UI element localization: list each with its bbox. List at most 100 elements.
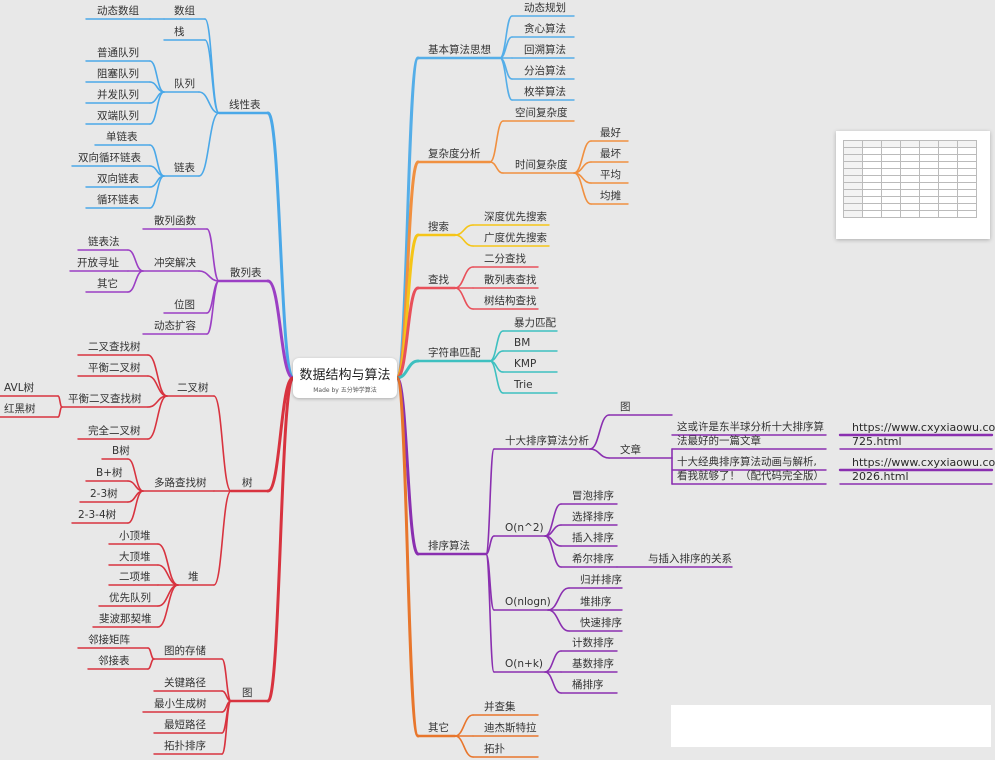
node-L2[interactable]: 散列表: [230, 267, 262, 279]
node-b6b2[interactable]: 选择排序: [572, 511, 614, 523]
node-b6a2[interactable]: 文章: [620, 444, 641, 456]
node-b5c[interactable]: KMP: [514, 358, 537, 370]
node-L1a[interactable]: 数组: [174, 5, 195, 17]
node-L1c2[interactable]: 阻塞队列: [97, 68, 139, 80]
node-L1c3[interactable]: 并发队列: [97, 89, 139, 101]
node-L3a2[interactable]: 平衡二叉树: [88, 362, 141, 374]
node-L3a3b[interactable]: 红黑树: [4, 403, 36, 415]
node-b6b4n[interactable]: 与插入排序的关系: [648, 553, 732, 565]
node-b4c[interactable]: 树结构查找: [484, 295, 537, 307]
node-L3c4[interactable]: 优先队列: [109, 592, 151, 604]
node-b5b[interactable]: BM: [514, 337, 531, 349]
node-b5[interactable]: 字符串匹配: [428, 347, 481, 359]
node-b6b4[interactable]: 希尔排序: [572, 553, 614, 565]
node-L3b4[interactable]: 2-3-4树: [78, 509, 117, 521]
node-L1c[interactable]: 队列: [174, 78, 195, 90]
node-L3c2[interactable]: 大顶堆: [119, 551, 151, 563]
node-b7b[interactable]: 迪杰斯特拉: [484, 722, 537, 734]
node-b2b3[interactable]: 平均: [600, 169, 621, 181]
node-L1b[interactable]: 栈: [174, 26, 185, 38]
node-b1c[interactable]: 回溯算法: [524, 44, 566, 56]
node-b7c[interactable]: 拓扑: [484, 743, 505, 755]
node-L2b3[interactable]: 其它: [97, 278, 118, 290]
node-L3a1[interactable]: 二叉查找树: [88, 341, 141, 353]
node-b2b4[interactable]: 均摊: [600, 190, 621, 202]
node-u1[interactable]: https://www.cxyxiaowu.com/: [852, 421, 995, 434]
node-L3b1[interactable]: B树: [112, 445, 130, 457]
node-L2d[interactable]: 动态扩容: [154, 320, 196, 332]
node-b6c3[interactable]: 快速排序: [580, 617, 622, 629]
node-b6c[interactable]: O(nlogn): [505, 596, 551, 608]
node-L4a1[interactable]: 邻接矩阵: [88, 634, 130, 646]
node-L2b[interactable]: 冲突解决: [154, 257, 196, 269]
node-L1d4[interactable]: 循环链表: [97, 194, 139, 206]
node-L1a1[interactable]: 动态数组: [97, 5, 139, 17]
node-b4[interactable]: 查找: [428, 274, 449, 286]
node-b7a[interactable]: 并查集: [484, 701, 516, 713]
sorting-table-thumbnail[interactable]: [836, 131, 990, 239]
root-node[interactable]: 数据结构与算法 Made by 五分钟学算法: [293, 358, 397, 398]
node-b6a2a2[interactable]: 法最好的一篇文章: [677, 435, 761, 447]
node-L3a3[interactable]: 平衡二叉查找树: [68, 393, 142, 405]
node-L4b[interactable]: 关键路径: [164, 677, 206, 689]
node-b1e[interactable]: 枚举算法: [524, 86, 566, 98]
node-L3b3[interactable]: 2-3树: [90, 488, 118, 500]
node-L2b1[interactable]: 链表法: [88, 236, 120, 248]
node-b6d1[interactable]: 计数排序: [572, 637, 614, 649]
node-L3c5[interactable]: 斐波那契堆: [99, 613, 152, 625]
node-b6b1[interactable]: 冒泡排序: [572, 490, 614, 502]
node-b2a[interactable]: 空间复杂度: [515, 107, 568, 119]
node-b6b[interactable]: O(n^2): [505, 522, 544, 534]
node-b1d[interactable]: 分治算法: [524, 65, 566, 77]
node-b6c2[interactable]: 堆排序: [580, 596, 612, 608]
node-b6a2b2[interactable]: 看我就够了！（配代码完全版）: [677, 470, 824, 482]
node-L2a[interactable]: 散列函数: [154, 215, 196, 227]
node-L1d2[interactable]: 双向循环链表: [78, 152, 141, 164]
node-L4a2[interactable]: 邻接表: [98, 655, 130, 667]
node-b6d3[interactable]: 桶排序: [572, 679, 604, 691]
node-b2b2[interactable]: 最坏: [600, 148, 621, 160]
node-b3a[interactable]: 深度优先搜索: [484, 211, 547, 223]
node-b6a2a[interactable]: 这或许是东半球分析十大排序算: [677, 421, 824, 433]
node-L4a[interactable]: 图的存储: [164, 645, 206, 657]
node-b7[interactable]: 其它: [428, 722, 449, 734]
node-L4d[interactable]: 最短路径: [164, 719, 206, 731]
node-L2b2[interactable]: 开放寻址: [77, 257, 119, 269]
node-b6a[interactable]: 十大排序算法分析: [505, 435, 589, 447]
node-u1b[interactable]: 725.html: [852, 435, 902, 448]
node-b1[interactable]: 基本算法思想: [428, 44, 491, 56]
node-b6b3[interactable]: 插入排序: [572, 532, 614, 544]
node-L1d1[interactable]: 单链表: [106, 131, 138, 143]
node-L4e[interactable]: 拓扑排序: [164, 740, 206, 752]
node-L1c4[interactable]: 双端队列: [97, 110, 139, 122]
node-b6d2[interactable]: 基数排序: [572, 658, 614, 670]
node-b6a1[interactable]: 图: [620, 401, 631, 413]
node-b2b[interactable]: 时间复杂度: [515, 159, 568, 171]
node-L3c3[interactable]: 二项堆: [119, 571, 151, 583]
node-b5d[interactable]: Trie: [514, 379, 533, 391]
node-L3a[interactable]: 二叉树: [177, 382, 209, 394]
node-b2b1[interactable]: 最好: [600, 127, 621, 139]
node-u2[interactable]: https://www.cxyxiaowu.com/: [852, 456, 995, 469]
node-u2b[interactable]: 2026.html: [852, 470, 909, 483]
node-L1d[interactable]: 链表: [174, 162, 195, 174]
node-L1d3[interactable]: 双向链表: [97, 173, 139, 185]
node-L4[interactable]: 图: [242, 687, 253, 699]
node-b6d[interactable]: O(n+k): [505, 658, 543, 670]
node-L1[interactable]: 线性表: [229, 99, 261, 111]
node-b5a[interactable]: 暴力匹配: [514, 317, 556, 329]
node-L3a3a[interactable]: AVL树: [4, 382, 35, 394]
node-b2[interactable]: 复杂度分析: [428, 148, 481, 160]
node-L4c[interactable]: 最小生成树: [154, 698, 207, 710]
node-L3b[interactable]: 多路查找树: [154, 477, 207, 489]
node-L3b2[interactable]: B+树: [96, 467, 123, 479]
node-b6c1[interactable]: 归并排序: [580, 574, 622, 586]
node-L1c1[interactable]: 普通队列: [97, 47, 139, 59]
node-b4b[interactable]: 散列表查找: [484, 274, 537, 286]
node-L3c1[interactable]: 小顶堆: [119, 530, 151, 542]
node-b3[interactable]: 搜索: [428, 221, 449, 233]
node-b1b[interactable]: 贪心算法: [524, 23, 566, 35]
node-b4a[interactable]: 二分查找: [484, 253, 526, 265]
node-b3b[interactable]: 广度优先搜索: [484, 232, 547, 244]
node-L3[interactable]: 树: [242, 477, 253, 489]
